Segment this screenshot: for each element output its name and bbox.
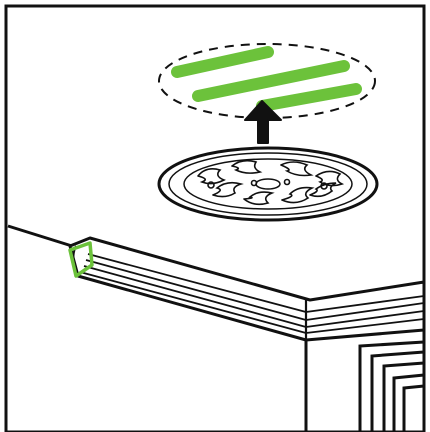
frame-border bbox=[4, 4, 426, 432]
door-frame bbox=[358, 340, 425, 432]
adhesive-corner-marker bbox=[68, 241, 94, 278]
crown-molding bbox=[68, 236, 426, 342]
adhesive-strip bbox=[192, 60, 350, 102]
adhesive-strip bbox=[171, 46, 274, 78]
wall-ceiling-edge bbox=[7, 224, 73, 248]
ceiling-medallion-icon bbox=[157, 146, 379, 222]
adhesive-strips-icon bbox=[158, 43, 376, 119]
arrow-up-icon bbox=[244, 100, 282, 144]
medallion-ornament bbox=[197, 159, 345, 206]
adhesive-strip bbox=[256, 83, 362, 112]
